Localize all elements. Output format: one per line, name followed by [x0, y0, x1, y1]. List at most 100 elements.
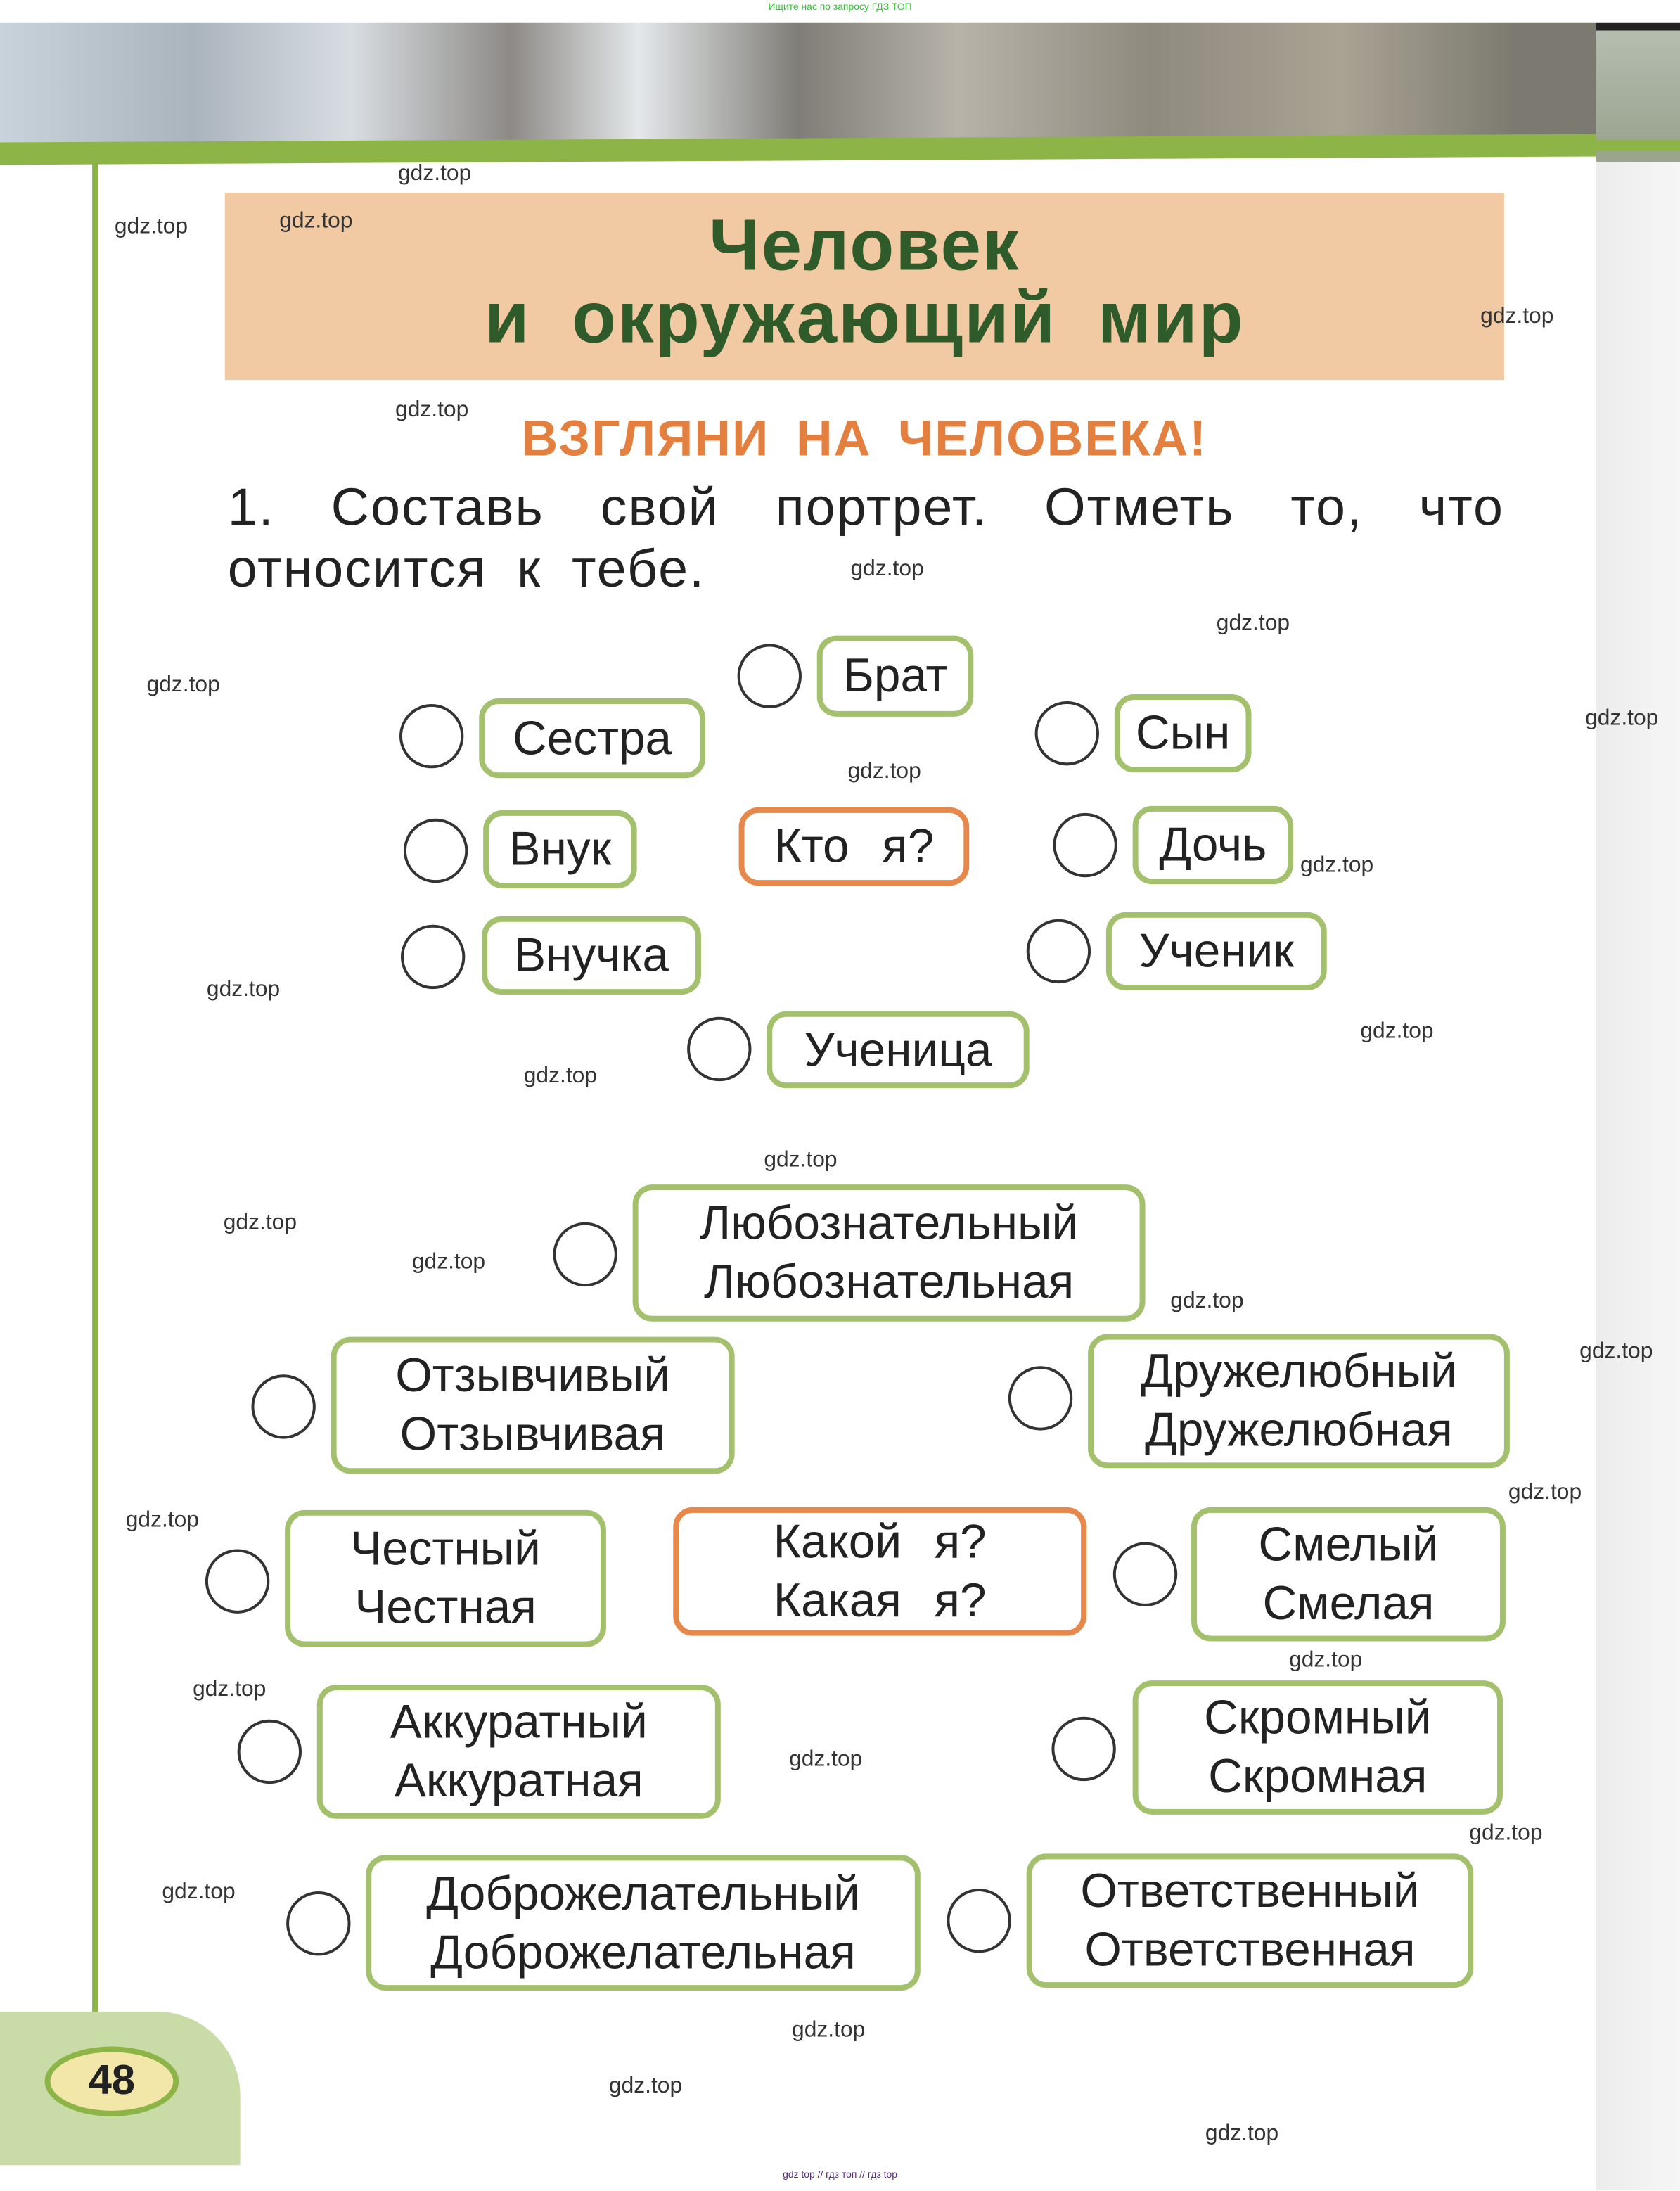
page-fold-shadow: [1596, 162, 1680, 2191]
question-label: Какая я?: [773, 1574, 987, 1628]
watermark-text: gdz.top: [395, 398, 469, 422]
option-label: Внук: [508, 822, 612, 876]
watermark-text: gdz.top: [764, 1148, 838, 1173]
watermark-text: gdz.top: [1579, 1339, 1653, 1364]
option-label: Скромная: [1208, 1750, 1428, 1803]
option-box[interactable]: Сын: [1114, 694, 1252, 773]
task-text-line1: 1. Составь свой портрет. Отметь то, что: [227, 479, 1504, 538]
watermark-text: gdz.top: [792, 2018, 866, 2043]
answer-checkbox-circle[interactable]: [237, 1719, 302, 1784]
watermark-text: gdz.top: [1170, 1289, 1244, 1313]
watermark-text: gdz.top: [1585, 706, 1659, 731]
task-text-line2: относится к тебе.: [227, 540, 706, 599]
chapter-title-line2: и окружающий мир: [485, 278, 1245, 359]
option-label: Дружелюбный: [1141, 1345, 1457, 1398]
answer-checkbox-circle[interactable]: [947, 1889, 1011, 1953]
question-label: Кто я?: [774, 819, 935, 874]
question-box: Какой я?Какая я?: [673, 1507, 1087, 1636]
answer-checkbox-circle[interactable]: [286, 1891, 351, 1956]
option-label: Аккуратный: [390, 1696, 648, 1749]
watermark-text: gdz.top: [1469, 1821, 1543, 1846]
option-label: Сестра: [512, 711, 672, 765]
question-label: Какой я?: [773, 1515, 987, 1569]
option-label: Ответственная: [1084, 1923, 1416, 1977]
answer-checkbox-circle[interactable]: [400, 924, 466, 990]
watermark-text: gdz.top: [1205, 2121, 1279, 2146]
watermark-text: gdz.top: [411, 1250, 486, 1275]
option-label: Честный: [350, 1522, 541, 1576]
watermark-text: gdz.top: [608, 2074, 683, 2098]
option-box[interactable]: Дочь: [1132, 805, 1294, 885]
option-box[interactable]: Сестра: [479, 698, 705, 779]
option-label: Аккуратная: [394, 1754, 643, 1808]
page-number: 48: [44, 2046, 179, 2116]
answer-checkbox-circle[interactable]: [1051, 1716, 1116, 1782]
watermark-text: gdz.top: [193, 1678, 267, 1701]
answer-checkbox-circle[interactable]: [251, 1374, 316, 1439]
option-box[interactable]: Внук: [483, 810, 637, 889]
answer-checkbox-circle[interactable]: [1053, 812, 1117, 878]
option-label: Доброжелательный: [426, 1867, 860, 1920]
answer-checkbox-circle[interactable]: [1008, 1366, 1073, 1431]
answer-checkbox-circle[interactable]: [737, 644, 802, 708]
watermark-text: gdz.top: [162, 1880, 236, 1904]
answer-checkbox-circle[interactable]: [553, 1222, 617, 1287]
watermark-text: gdz.top: [279, 209, 353, 234]
answer-checkbox-circle[interactable]: [399, 703, 464, 769]
option-box[interactable]: Ученик: [1105, 912, 1327, 991]
option-label: Внучка: [514, 928, 669, 983]
section-subtitle: ВЗГЛЯНИ НА ЧЕЛОВЕКА!: [521, 409, 1208, 467]
option-box[interactable]: Брат: [816, 635, 974, 717]
header-green-stripe-edge: [1596, 139, 1680, 151]
watermark-text: gdz.top: [850, 557, 924, 582]
watermark-text: gdz.top: [125, 1508, 199, 1533]
option-label: Честная: [354, 1581, 537, 1635]
option-label: Дружелюбная: [1145, 1403, 1453, 1457]
option-box[interactable]: Ученица: [767, 1011, 1030, 1089]
option-box[interactable]: Внучка: [482, 916, 701, 995]
footer-note: gdz top // гдз топ // гдз top: [783, 2171, 898, 2181]
margin-line: [92, 160, 98, 2019]
watermark-text: gdz.top: [223, 1211, 297, 1235]
option-label: Любознательная: [703, 1256, 1075, 1309]
title-box: [224, 193, 1504, 381]
answer-checkbox-circle[interactable]: [205, 1549, 270, 1614]
option-label: Отзывчивая: [399, 1407, 666, 1462]
option-label: Любознательный: [699, 1197, 1079, 1251]
top-note: Ищите нас по запросу ГДЗ ТОП: [768, 2, 912, 13]
option-label: Скромный: [1204, 1692, 1432, 1745]
option-label: Смелый: [1258, 1518, 1439, 1572]
watermark-text: gdz.top: [206, 978, 281, 1002]
header-photo-banner: [0, 22, 1596, 143]
watermark-text: gdz.top: [398, 162, 472, 186]
answer-checkbox-circle[interactable]: [403, 818, 468, 883]
answer-checkbox-circle[interactable]: [1034, 701, 1099, 766]
watermark-text: gdz.top: [146, 673, 220, 698]
answer-checkbox-circle[interactable]: [1026, 919, 1091, 984]
watermark-text: gdz.top: [1360, 1019, 1434, 1044]
option-label: Ученица: [804, 1023, 992, 1077]
option-label: Смелая: [1262, 1577, 1435, 1630]
watermark-text: gdz.top: [847, 760, 921, 784]
watermark-text: gdz.top: [114, 215, 188, 239]
chapter-title-line1: Человек: [709, 205, 1020, 287]
next-page-edge: [1596, 22, 1680, 162]
watermark-text: gdz.top: [523, 1064, 597, 1089]
watermark-text: gdz.top: [1216, 611, 1290, 636]
option-label: Брат: [842, 649, 948, 703]
watermark-text: gdz.top: [1480, 304, 1554, 328]
answer-checkbox-circle[interactable]: [1112, 1542, 1178, 1606]
option-label: Отзывчивый: [395, 1349, 671, 1403]
answer-checkbox-circle[interactable]: [687, 1016, 752, 1082]
option-label: Ученик: [1139, 924, 1294, 978]
